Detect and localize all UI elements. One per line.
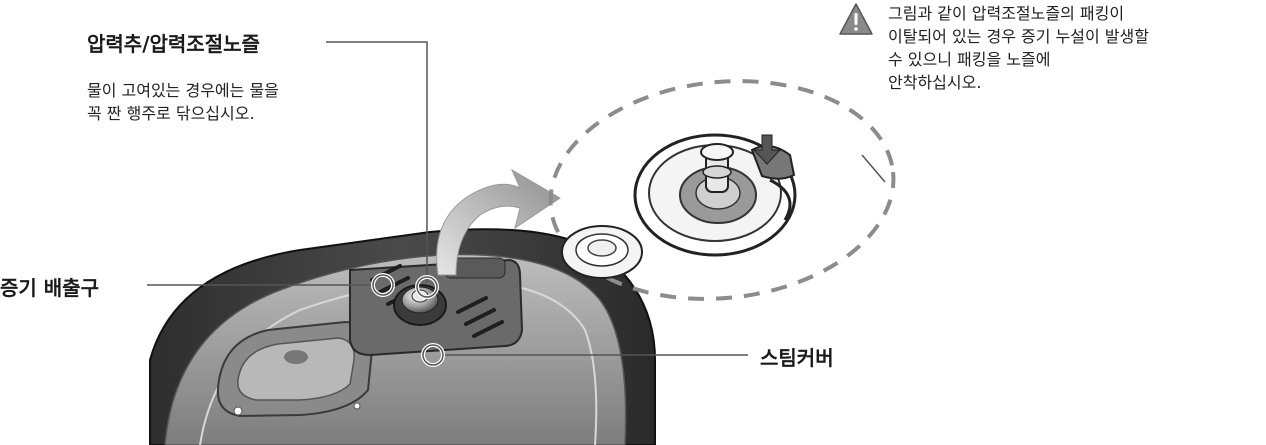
pressure-note-line1: 물이 고여있는 경우에는 물을: [87, 79, 279, 102]
nozzle-detail: [635, 135, 795, 255]
detached-packing: [562, 226, 642, 278]
steam-outlet-label: 증기 배출구: [0, 272, 99, 301]
pressure-weight-label: 압력추/압력조절노즐: [87, 28, 260, 57]
warning-text-line1: 그림과 같이 압력조절노즐의 패킹이: [888, 2, 1124, 25]
warning-triangle-icon: [838, 2, 874, 36]
pressure-note-line2: 꼭 짠 행주로 닦으십시오.: [87, 102, 255, 125]
warning-text-line3: 수 있으니 패킹을 노즐에: [888, 48, 1050, 71]
warning-pointer-line: [862, 155, 885, 182]
warning-text-line2: 이탈되어 있는 경우 증기 누설이 발생할: [888, 25, 1149, 48]
steam-cover-label: 스팀커버: [760, 342, 834, 371]
warning-text-line4: 안착하십시오.: [888, 71, 981, 94]
